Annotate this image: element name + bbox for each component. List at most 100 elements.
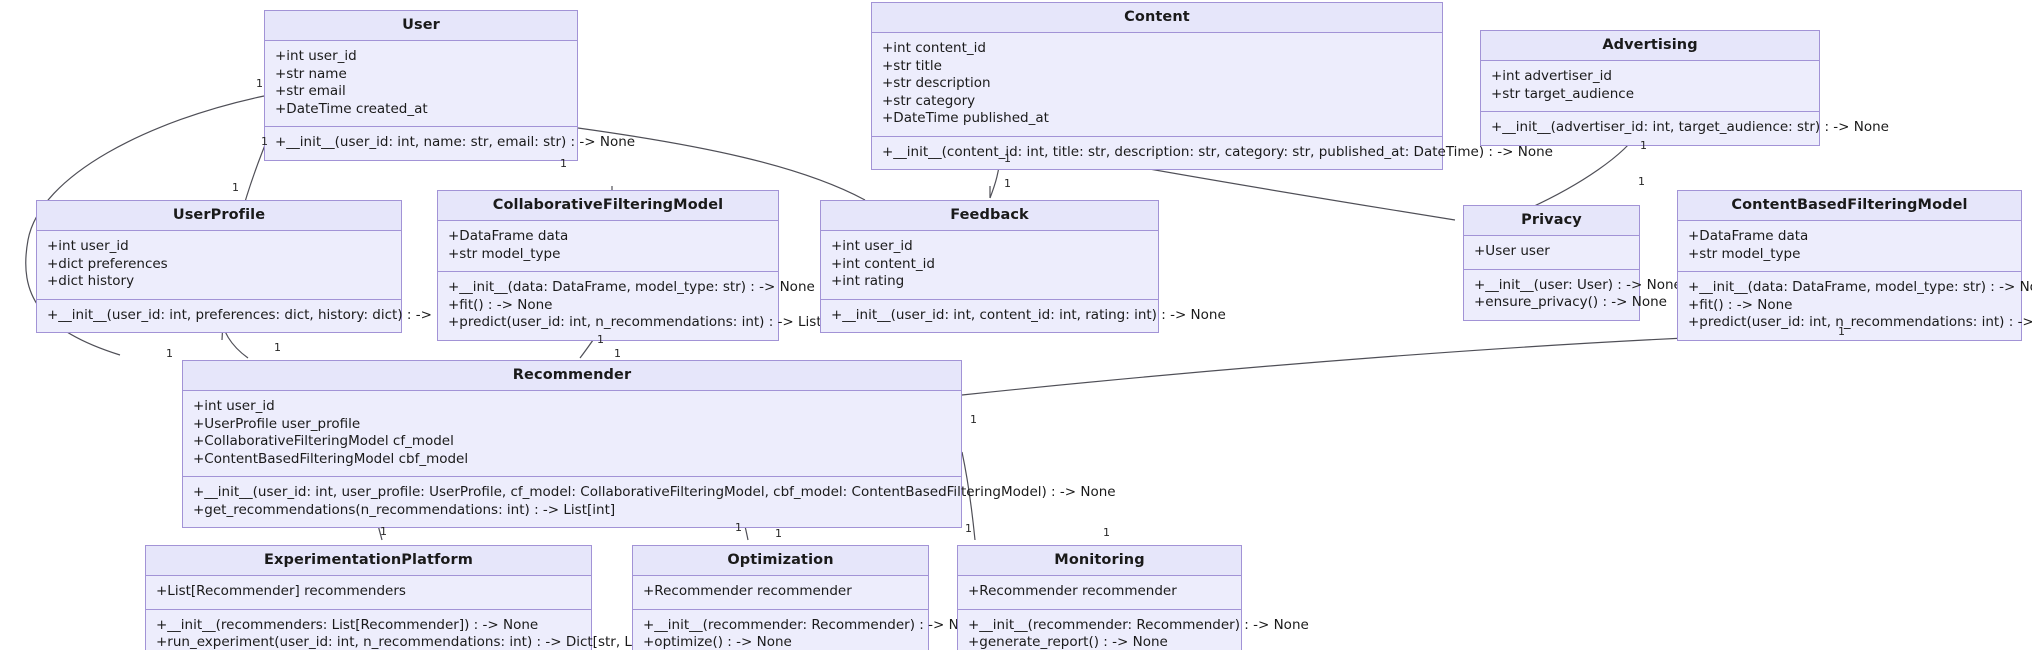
method-line: +ensure_privacy() : -> None [1474,294,1667,310]
multiplicity-label: 1 [735,521,742,534]
attribute-line: +DataFrame data [1688,228,1809,244]
class-title-optimization: Optimization [633,546,928,576]
method-line: +__init__(user_id: int, user_profile: Us… [193,484,1116,500]
method-line: +__init__(user: User) : -> None [1474,276,1682,293]
attribute-line: +DataFrame data [448,228,569,244]
attribute-line: +Recommender recommender [643,583,852,599]
multiplicity-label: 1 [380,525,387,538]
method-line: +__init__(data: DataFrame, model_type: s… [1688,279,2032,295]
class-methods-experimentationplatform: +__init__(recommenders: List[Recommender… [146,609,682,650]
attribute-line: +int rating [831,273,905,289]
class-title-advertising: Advertising [1481,31,1819,61]
class-methods-privacy: +__init__(user: User) : -> None +ensure_… [1464,269,1682,320]
method-line: +generate_report() : -> None [968,634,1168,650]
class-title-monitoring: Monitoring [958,546,1241,576]
class-box-privacy[interactable]: Privacy +User user +__init__(user: User)… [1463,205,1682,321]
method-line: +optimize() : -> None [643,634,792,650]
class-box-advertising[interactable]: Advertising +int advertiser_id +str targ… [1480,30,1889,146]
class-attributes-monitoring: +Recommender recommender [958,576,1241,610]
class-box-feedback[interactable]: Feedback +int user_id +int content_id +i… [820,200,1226,333]
attribute-line: +DateTime published_at [882,110,1049,126]
attribute-line: +dict preferences [47,255,168,272]
method-line: +fit() : -> None [448,296,553,313]
multiplicity-label: 1 [597,333,604,346]
attribute-line: +Recommender recommender [968,583,1177,599]
class-attributes-advertising: +int advertiser_id +str target_audience [1481,61,1819,112]
attribute-line: +str model_type [448,245,561,262]
method-line: +__init__(user_id: int, name: str, email… [275,134,636,150]
class-box-user[interactable]: User +int user_id +str name +str email +… [264,10,636,161]
attribute-line: +str title [882,57,942,74]
method-line: +__init__(user_id: int, preferences: dic… [47,306,472,323]
multiplicity-label: 1 [614,347,621,360]
multiplicity-label: 1 [166,347,173,360]
attribute-line: +User user [1474,243,1550,259]
class-methods-advertising: +__init__(advertiser_id: int, target_aud… [1481,112,1889,145]
attribute-line: +ContentBasedFilteringModel cbf_model [193,450,469,467]
class-title-user: User [265,11,577,41]
class-attributes-recommender: +int user_id +UserProfile user_profile +… [183,391,961,477]
method-line: +fit() : -> None [1688,296,1793,313]
attribute-line: +CollaborativeFilteringModel cf_model [193,433,454,449]
attribute-line: +DateTime created_at [275,100,428,117]
class-methods-user: +__init__(user_id: int, name: str, email… [265,127,636,160]
class-attributes-contentbasedfilteringmodel: +DataFrame data +str model_type [1678,221,2021,272]
class-box-collaborativefilteringmodel[interactable]: CollaborativeFilteringModel +DataFrame d… [437,190,850,341]
attribute-line: +int content_id [882,40,986,56]
multiplicity-label: 1 [256,77,263,90]
multiplicity-label: 1 [970,413,977,426]
class-methods-optimization: +__init__(recommender: Recommender) : ->… [633,609,984,650]
class-methods-contentbasedfilteringmodel: +__init__(data: DataFrame, model_type: s… [1678,272,2032,340]
class-attributes-collaborativefilteringmodel: +DataFrame data +str model_type [438,221,778,272]
class-box-contentbasedfilteringmodel[interactable]: ContentBasedFilteringModel +DataFrame da… [1677,190,2032,341]
method-line: +run_experiment(user_id: int, n_recommen… [156,634,682,650]
multiplicity-label: 1 [274,341,281,354]
class-methods-userprofile: +__init__(user_id: int, preferences: dic… [37,299,472,332]
method-line: +get_recommendations(n_recommendations: … [193,501,616,518]
class-box-experimentationplatform[interactable]: ExperimentationPlatform +List[Recommende… [145,545,682,650]
class-box-userprofile[interactable]: UserProfile +int user_id +dict preferenc… [36,200,472,333]
multiplicity-label: 1 [1004,177,1011,190]
class-title-recommender: Recommender [183,361,961,391]
attribute-line: +str model_type [1688,245,1801,262]
edge-recommender-cbfmodel [961,331,1841,396]
method-line: +predict(user_id: int, n_recommendations… [1688,314,2032,330]
class-attributes-experimentationplatform: +List[Recommender] recommenders [146,576,591,610]
attribute-line: +str email [275,83,346,99]
class-box-recommender[interactable]: Recommender +int user_id +UserProfile us… [182,360,1116,528]
attribute-line: +int user_id [831,238,913,254]
multiplicity-label: 1 [1838,325,1845,338]
multiplicity-label: 1 [965,522,972,535]
attribute-line: +List[Recommender] recommenders [156,583,406,599]
class-methods-collaborativefilteringmodel: +__init__(data: DataFrame, model_type: s… [438,272,850,340]
class-box-content[interactable]: Content +int content_id +str title +str … [871,2,1553,170]
multiplicity-label: 1 [261,135,268,148]
attribute-line: +dict history [47,273,135,289]
class-box-optimization[interactable]: Optimization +Recommender recommender +_… [632,545,984,650]
method-line: +__init__(content_id: int, title: str, d… [882,143,1553,160]
class-attributes-content: +int content_id +str title +str descript… [872,33,1442,137]
multiplicity-label: 1 [1004,152,1011,165]
attribute-line: +int user_id [275,48,357,64]
class-title-experimentationplatform: ExperimentationPlatform [146,546,591,576]
class-attributes-privacy: +User user [1464,236,1639,270]
class-title-userprofile: UserProfile [37,201,401,231]
method-line: +__init__(recommender: Recommender) : ->… [968,616,1309,633]
attribute-line: +str target_audience [1491,85,1635,102]
class-methods-recommender: +__init__(user_id: int, user_profile: Us… [183,477,1116,527]
multiplicity-label: 1 [1638,175,1645,188]
class-attributes-optimization: +Recommender recommender [633,576,928,610]
class-box-monitoring[interactable]: Monitoring +Recommender recommender +__i… [957,545,1309,650]
multiplicity-label: 1 [232,181,239,194]
class-title-privacy: Privacy [1464,206,1639,236]
class-methods-feedback: +__init__(user_id: int, content_id: int,… [821,299,1226,332]
multiplicity-label: 1 [560,157,567,170]
attribute-line: +int content_id [831,255,935,272]
class-attributes-userprofile: +int user_id +dict preferences +dict his… [37,231,401,300]
class-title-collaborativefilteringmodel: CollaborativeFilteringModel [438,191,778,221]
attribute-line: +int user_id [193,398,275,414]
attribute-line: +UserProfile user_profile [193,415,361,432]
class-attributes-feedback: +int user_id +int content_id +int rating [821,231,1158,300]
method-line: +__init__(recommender: Recommender) : ->… [643,616,984,633]
